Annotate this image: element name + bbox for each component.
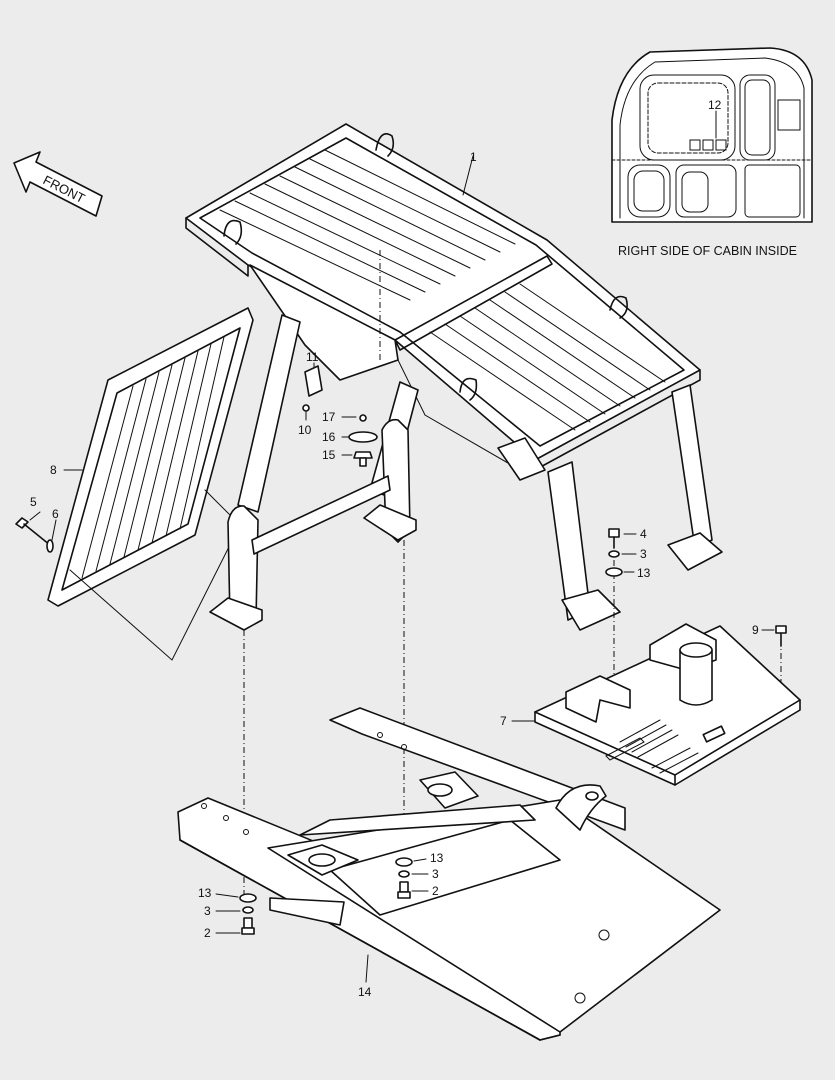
callout-17: 17 <box>322 410 336 424</box>
rear-legs <box>209 314 419 631</box>
callout-12: 12 <box>708 98 722 112</box>
canopy-guard <box>185 123 701 481</box>
callout-3b: 3 <box>432 867 439 881</box>
callout-2b: 2 <box>204 926 211 940</box>
callout-6: 6 <box>52 507 59 521</box>
front-arrow: FRONT <box>13 151 103 217</box>
callout-3a: 3 <box>640 547 647 561</box>
callout-10: 10 <box>298 423 312 437</box>
side-guard <box>47 307 254 607</box>
callout-3c: 3 <box>204 904 211 918</box>
callout-15: 15 <box>322 448 336 462</box>
callout-11: 11 <box>306 350 319 364</box>
base-frame <box>177 707 721 1041</box>
callout-4: 4 <box>640 527 647 541</box>
callout-9: 9 <box>752 623 759 637</box>
bolt-5 <box>15 517 54 553</box>
callout-2a: 2 <box>432 884 439 898</box>
callout-13c: 13 <box>198 886 212 900</box>
callout-5: 5 <box>30 495 37 509</box>
callout-7: 7 <box>500 714 507 728</box>
callout-8: 8 <box>50 463 57 477</box>
callout-14: 14 <box>358 985 372 999</box>
callout-13b: 13 <box>430 851 444 865</box>
front-legs <box>547 384 723 631</box>
inset-caption: RIGHT SIDE OF CABIN INSIDE <box>618 244 797 258</box>
floor-plate <box>534 623 801 786</box>
callout-13a: 13 <box>637 566 651 580</box>
callout-1: 1 <box>470 150 477 164</box>
callout-16: 16 <box>322 430 336 444</box>
cabin-inset <box>611 47 813 223</box>
